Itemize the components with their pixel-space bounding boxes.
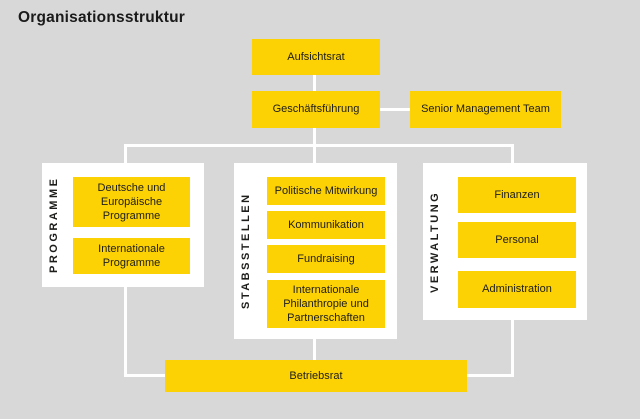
node-geschaeftsfuehrung: Geschäftsführung (252, 91, 380, 128)
node-personal: Personal (458, 222, 576, 258)
panel-stabsstellen-label: STABSSTELLEN (240, 192, 252, 310)
node-deutsche-und-europaeische-programme: Deutsche und Europäische Programme (73, 177, 190, 227)
panel-verwaltung-label: VERWALTUNG (429, 190, 441, 293)
node-administration: Administration (458, 271, 576, 308)
node-politische-mitwirkung: Politische Mitwirkung (267, 177, 385, 205)
panel-programme-label: PROGRAMME (48, 176, 60, 274)
node-finanzen: Finanzen (458, 177, 576, 213)
node-internationale-philanthropie: Internationale Philanthropie und Partner… (267, 280, 385, 328)
node-internationale-programme: Internationale Programme (73, 238, 190, 274)
node-aufsichtsrat: Aufsichtsrat (252, 39, 380, 75)
node-senior-management-team: Senior Management Team (410, 91, 561, 128)
connector-branch-horizontal (124, 144, 514, 147)
connector-geschaeftsfuehrung-smt (380, 108, 410, 111)
node-betriebsrat: Betriebsrat (165, 360, 467, 392)
connector-betriebsrat-left-stub (124, 374, 165, 377)
node-kommunikation: Kommunikation (267, 211, 385, 239)
connector-aufsichtsrat-geschaeftsfuehrung (313, 75, 316, 92)
page-title: Organisationsstruktur (18, 9, 185, 26)
connector-betriebsrat-right-stub (467, 374, 514, 377)
node-fundraising: Fundraising (267, 245, 385, 273)
